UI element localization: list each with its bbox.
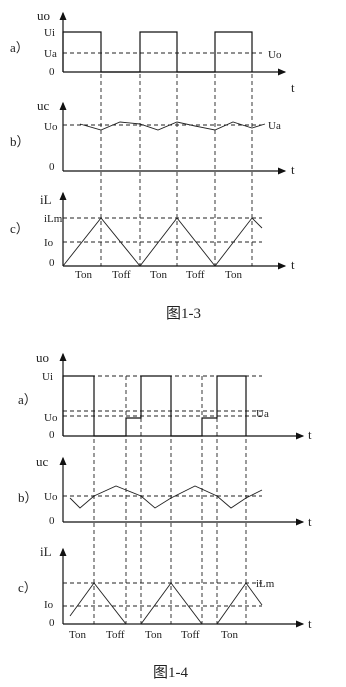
level-label-ui: Ui [44, 27, 55, 39]
interval-ton-1: Ton [75, 269, 92, 281]
level-label-uo: Uo [44, 412, 58, 424]
origin-label: 0 [49, 66, 55, 78]
panel-a-2: uo a） Ui Uo 0 Ua t [18, 350, 312, 442]
time-label: t [308, 514, 312, 529]
inductor-current-waveform-2 [69, 582, 263, 625]
panel-label-b: b） [18, 490, 38, 505]
time-label: t [291, 162, 295, 177]
ripple-waveform-2 [69, 485, 263, 509]
time-label: t [291, 80, 295, 95]
axis-label-uc: uc [37, 98, 50, 113]
axis-label-uc: uc [36, 454, 49, 469]
right-label-ua: Ua [256, 408, 269, 420]
panel-c-2: iL c） iLm Io 0 t Ton Toff Ton Toff Ton [18, 544, 312, 641]
level-label-ui: Ui [42, 371, 53, 383]
panel-label-b: b） [10, 134, 30, 149]
interval-toff-1: Toff [112, 269, 131, 281]
ripple-waveform-1 [79, 121, 266, 131]
pulse-waveform-1 [62, 31, 253, 73]
figure-1-4: uo a） Ui Uo 0 Ua t uc b） Uo 0 t i [18, 350, 312, 681]
level-label-ilm: iLm [256, 578, 275, 590]
level-label-io: Io [44, 237, 54, 249]
interval-toff-1: Toff [106, 629, 125, 641]
pulse-waveform-2 [62, 375, 247, 437]
panel-a-1: uo a） Ui Ua 0 Uo t [10, 8, 295, 95]
panel-label-a: a） [10, 40, 29, 55]
panel-b-1: uc b） Uo 0 Ua t [10, 98, 295, 177]
switch-lines-2 [93, 376, 247, 624]
origin-label: 0 [49, 429, 55, 441]
panel-b-2: uc b） Uo 0 t [18, 454, 312, 529]
origin-label: 0 [49, 161, 55, 173]
axis-label-il: iL [40, 544, 52, 559]
time-label: t [308, 616, 312, 631]
level-label-uo: Uo [44, 491, 58, 503]
time-label: t [308, 427, 312, 442]
panel-label-c: c） [10, 221, 29, 236]
level-label-io: Io [44, 599, 54, 611]
level-label-uo: Uo [44, 121, 58, 133]
interval-ton-2: Ton [145, 629, 162, 641]
panel-label-c: c） [18, 580, 37, 595]
origin-label: 0 [49, 515, 55, 527]
right-label-uo: Uo [268, 49, 282, 61]
right-label-ua: Ua [268, 120, 281, 132]
interval-ton-2: Ton [150, 269, 167, 281]
interval-ton-3: Ton [225, 269, 242, 281]
axis-label-uo: uo [37, 8, 50, 23]
interval-toff-2: Toff [181, 629, 200, 641]
axis-label-il: iL [40, 192, 52, 207]
interval-toff-2: Toff [186, 269, 205, 281]
figure-caption-1: 图1-3 [166, 305, 201, 322]
origin-label: 0 [49, 617, 55, 629]
level-label-ilm: iLm [44, 213, 63, 225]
panel-label-a: a） [18, 392, 37, 407]
inductor-current-waveform-1 [62, 217, 263, 267]
level-label-ua: Ua [44, 48, 57, 60]
figure-caption-2: 图1-4 [153, 664, 188, 681]
axis-label-uo: uo [36, 350, 49, 365]
figure-1-3: uo a） Ui Ua 0 Uo t uc b） Uo 0 Ua t [10, 8, 295, 322]
interval-ton-1: Ton [69, 629, 86, 641]
panel-c-1: iL c） iLm Io 0 t Ton Toff Ton Toff Ton [10, 191, 295, 281]
interval-ton-3: Ton [221, 629, 238, 641]
origin-label: 0 [49, 257, 55, 269]
time-label: t [291, 257, 295, 272]
